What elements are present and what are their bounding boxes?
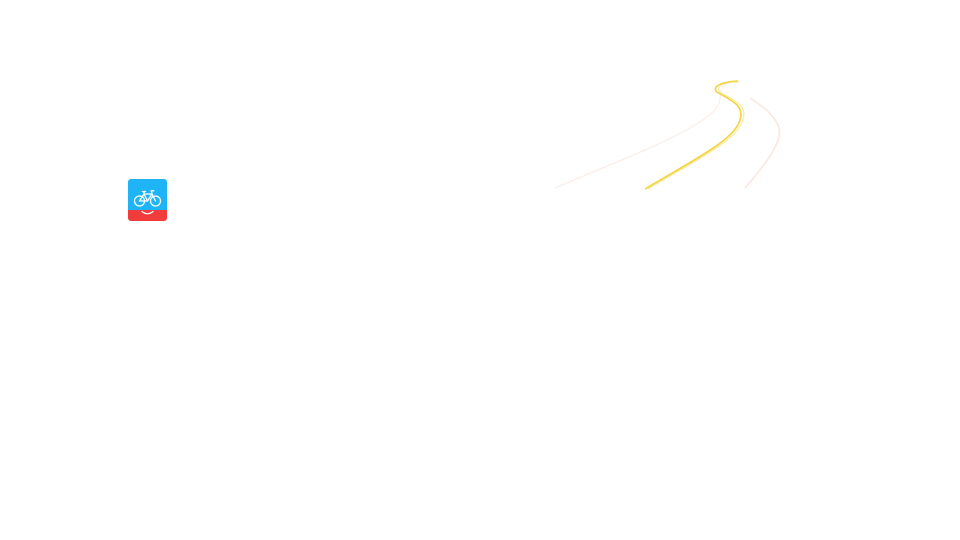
bicycle-icon bbox=[128, 179, 167, 221]
app-logo-icon bbox=[128, 179, 167, 221]
winding-road-illustration bbox=[554, 80, 781, 190]
